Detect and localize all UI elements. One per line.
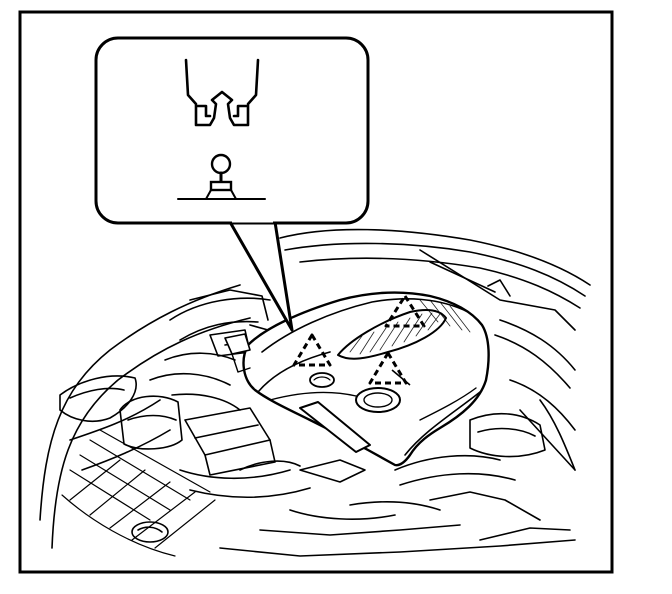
front-emblem (131, 521, 169, 543)
detail-inset (94, 36, 370, 332)
dashed-triangle-icon (292, 333, 332, 367)
dashed-triangle-icon (368, 351, 408, 385)
engine-cover (224, 291, 490, 467)
engine-bay-lines (39, 228, 591, 557)
inset-box (94, 36, 370, 225)
grille-lattice (61, 429, 216, 557)
clip-socket-icon (184, 58, 260, 127)
ball-stud-icon (177, 153, 266, 200)
inset-leader (228, 221, 294, 332)
dashed-triangle-icon (384, 294, 426, 328)
callout-triangles (292, 294, 426, 385)
engine-cover-emblem (309, 372, 335, 388)
